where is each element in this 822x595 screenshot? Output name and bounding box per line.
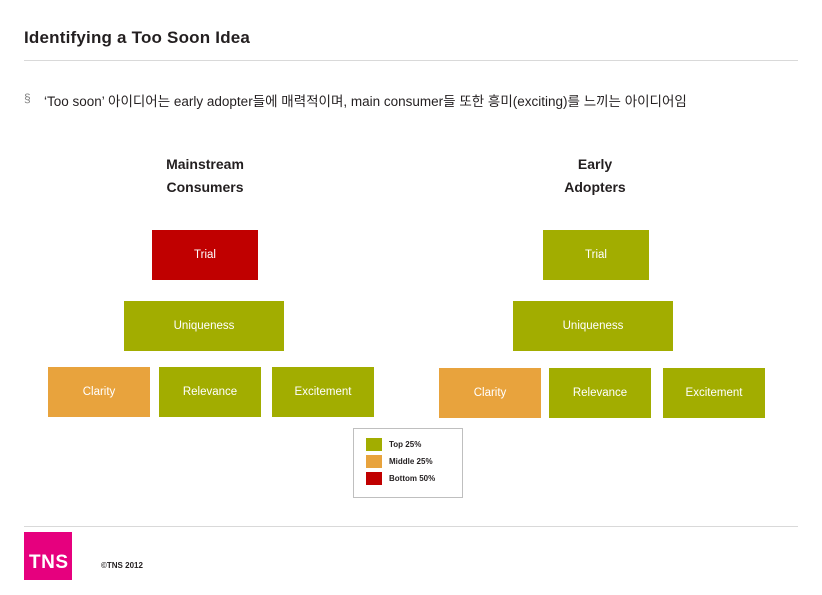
box-mainstream-clarity: Clarity bbox=[48, 367, 150, 417]
box-label: Clarity bbox=[473, 387, 507, 399]
box-mainstream-relevance: Relevance bbox=[159, 367, 261, 417]
box-early-relevance: Relevance bbox=[549, 368, 651, 418]
box-label: Uniqueness bbox=[562, 320, 624, 332]
legend-swatch bbox=[366, 438, 382, 451]
footer-divider bbox=[24, 526, 798, 527]
box-early-excitement: Excitement bbox=[663, 368, 765, 418]
box-early-trial: Trial bbox=[543, 230, 649, 280]
box-mainstream-trial: Trial bbox=[152, 230, 258, 280]
box-mainstream-excitement: Excitement bbox=[272, 367, 374, 417]
box-label: Trial bbox=[585, 249, 607, 261]
bullet-paragraph: § ‘Too soon’ 아이디어는 early adopter들에 매력적이며… bbox=[24, 88, 784, 115]
column-header-early-line2: Adopters bbox=[564, 179, 626, 195]
page-title: Identifying a Too Soon Idea bbox=[24, 28, 251, 47]
tns-logo-text: TNS bbox=[29, 552, 69, 573]
bullet-text: ‘Too soon’ 아이디어는 early adopter들에 매력적이며, … bbox=[44, 94, 687, 109]
legend-label: Bottom 50% bbox=[389, 473, 436, 483]
box-label: Clarity bbox=[82, 386, 116, 398]
bullet-marker: § bbox=[24, 91, 31, 105]
box-label: Uniqueness bbox=[173, 320, 235, 332]
box-label: Relevance bbox=[182, 386, 238, 398]
title-divider bbox=[24, 60, 798, 61]
box-mainstream-uniqueness: Uniqueness bbox=[124, 301, 284, 351]
legend-item: Middle 25% bbox=[366, 454, 462, 469]
column-header-mainstream-line1: Mainstream bbox=[166, 156, 244, 172]
legend-swatch bbox=[366, 455, 382, 468]
legend-item: Top 25% bbox=[366, 437, 462, 452]
copyright-text: ©TNS 2012 bbox=[101, 561, 143, 570]
column-header-early-line1: Early bbox=[577, 156, 613, 172]
legend: Top 25% Middle 25% Bottom 50% bbox=[353, 428, 463, 498]
box-label: Excitement bbox=[294, 386, 352, 398]
column-header-early: Early Adopters bbox=[500, 153, 690, 199]
column-header-mainstream: Mainstream Consumers bbox=[110, 153, 300, 199]
legend-label: Middle 25% bbox=[389, 456, 433, 466]
legend-item: Bottom 50% bbox=[366, 471, 462, 486]
column-header-mainstream-line2: Consumers bbox=[166, 179, 244, 195]
box-label: Trial bbox=[194, 249, 216, 261]
legend-swatch bbox=[366, 472, 382, 485]
legend-label: Top 25% bbox=[389, 439, 422, 449]
tns-logo: TNS bbox=[24, 532, 72, 580]
box-early-uniqueness: Uniqueness bbox=[513, 301, 673, 351]
box-early-clarity: Clarity bbox=[439, 368, 541, 418]
box-label: Relevance bbox=[572, 387, 628, 399]
legend-rows: Top 25% Middle 25% Bottom 50% bbox=[366, 437, 462, 486]
box-label: Excitement bbox=[685, 387, 743, 399]
